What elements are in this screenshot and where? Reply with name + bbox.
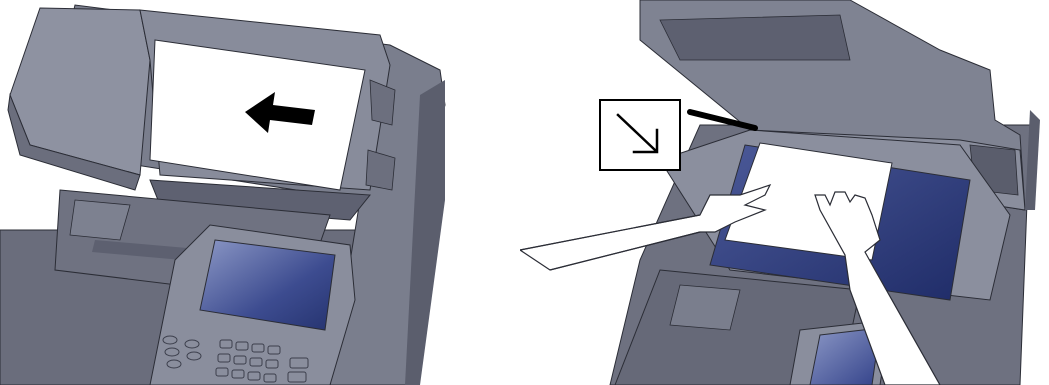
- platen-glass-illustration: [520, 0, 1049, 385]
- platen-glass-drawing: [520, 0, 1049, 385]
- document-processor-illustration: [0, 0, 450, 385]
- document-processor-drawing: [0, 0, 450, 385]
